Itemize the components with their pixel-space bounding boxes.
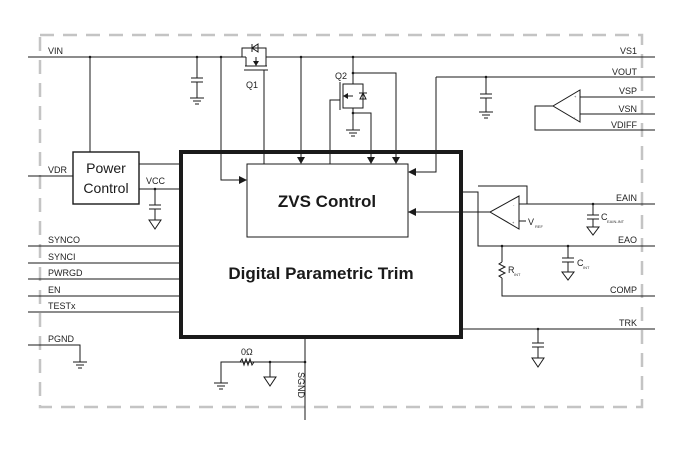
svg-text:-: - bbox=[574, 114, 576, 119]
diff-amp-icon bbox=[552, 89, 581, 123]
svg-text:-: - bbox=[513, 202, 515, 207]
pin-synco: SYNCO bbox=[48, 235, 80, 245]
svg-text:INT: INT bbox=[514, 272, 521, 277]
c-int-label: C bbox=[577, 258, 584, 268]
q2-drain-to-zvs-wire bbox=[353, 72, 397, 157]
zvs-control-label: ZVS Control bbox=[278, 192, 376, 211]
arrow-icon bbox=[392, 157, 400, 164]
ground-icon bbox=[346, 129, 360, 137]
c-eain-label: C bbox=[601, 212, 608, 222]
error-amp-icon bbox=[488, 195, 520, 230]
pin-vdiff: VDIFF bbox=[611, 120, 638, 130]
eao-wire bbox=[461, 191, 655, 247]
vin-to-zvs-wire bbox=[220, 57, 240, 181]
q2-transistor-icon bbox=[339, 73, 367, 113]
digital-parametric-trim-label: Digital Parametric Trim bbox=[228, 264, 413, 283]
pin-vcc: VCC bbox=[146, 176, 166, 186]
svg-text:+: + bbox=[574, 94, 577, 99]
q2-source-to-zvs-wire bbox=[353, 112, 372, 157]
power-control-label-line2: Control bbox=[83, 180, 128, 196]
pin-vdr: VDR bbox=[48, 165, 68, 175]
svg-text:+: + bbox=[512, 220, 515, 225]
q2-label: Q2 bbox=[335, 71, 347, 81]
pgnd-wire bbox=[28, 344, 81, 362]
arrow-icon bbox=[297, 157, 305, 164]
pin-sgnd: SGND bbox=[296, 372, 306, 399]
zvs-control-block bbox=[246, 163, 409, 238]
pin-vout: VOUT bbox=[612, 67, 638, 77]
pin-vsn: VSN bbox=[618, 104, 637, 114]
power-control-label-line1: Power bbox=[86, 160, 126, 176]
r-int-label: R bbox=[508, 265, 515, 275]
digital-parametric-trim-block bbox=[179, 150, 463, 339]
power-control-block bbox=[72, 151, 140, 205]
vout-to-zvs-wire bbox=[415, 77, 437, 173]
pin-synci: SYNCI bbox=[48, 252, 76, 262]
svg-text:EAIN-INT: EAIN-INT bbox=[607, 219, 625, 224]
pin-eao: EAO bbox=[618, 235, 637, 245]
pin-vin: VIN bbox=[48, 46, 63, 56]
q1-transistor-icon bbox=[241, 43, 272, 71]
arrow-icon bbox=[367, 157, 375, 164]
signal-ground-icon bbox=[263, 376, 277, 387]
pin-eain: EAIN bbox=[616, 193, 637, 203]
vref-label: V bbox=[528, 217, 534, 227]
module-boundary bbox=[38, 33, 644, 409]
svg-text:INT: INT bbox=[583, 265, 590, 270]
resistor-0ohm-icon bbox=[239, 357, 255, 367]
resistor-0ohm-label: 0Ω bbox=[241, 347, 253, 357]
signal-ground-icon bbox=[148, 219, 162, 230]
q1-label: Q1 bbox=[246, 80, 258, 90]
signal-ground-icon bbox=[561, 271, 575, 281]
signal-ground-icon bbox=[531, 357, 545, 368]
pin-vs1: VS1 bbox=[620, 46, 637, 56]
signal-ground-icon bbox=[586, 226, 600, 236]
arrow-icon bbox=[408, 208, 416, 216]
pin-testx: TESTx bbox=[48, 301, 76, 311]
svg-text:REF: REF bbox=[535, 224, 544, 229]
pin-comp: COMP bbox=[610, 285, 637, 295]
arrow-icon bbox=[239, 176, 247, 184]
q2-gate-wire bbox=[329, 99, 340, 164]
ground-icon bbox=[190, 97, 204, 105]
pin-en: EN bbox=[48, 285, 61, 295]
arrow-icon bbox=[408, 168, 416, 176]
ground-icon bbox=[214, 382, 228, 390]
resistor-icon bbox=[497, 261, 507, 279]
vdiff-wire bbox=[534, 105, 655, 131]
comp-wire bbox=[501, 278, 655, 297]
ground-icon bbox=[73, 361, 87, 369]
ground-icon bbox=[479, 111, 493, 119]
pin-pgnd: PGND bbox=[48, 334, 75, 344]
pin-trk: TRK bbox=[619, 318, 637, 328]
pin-vsp: VSP bbox=[619, 86, 637, 96]
pin-pwrgd: PWRGD bbox=[48, 268, 83, 278]
